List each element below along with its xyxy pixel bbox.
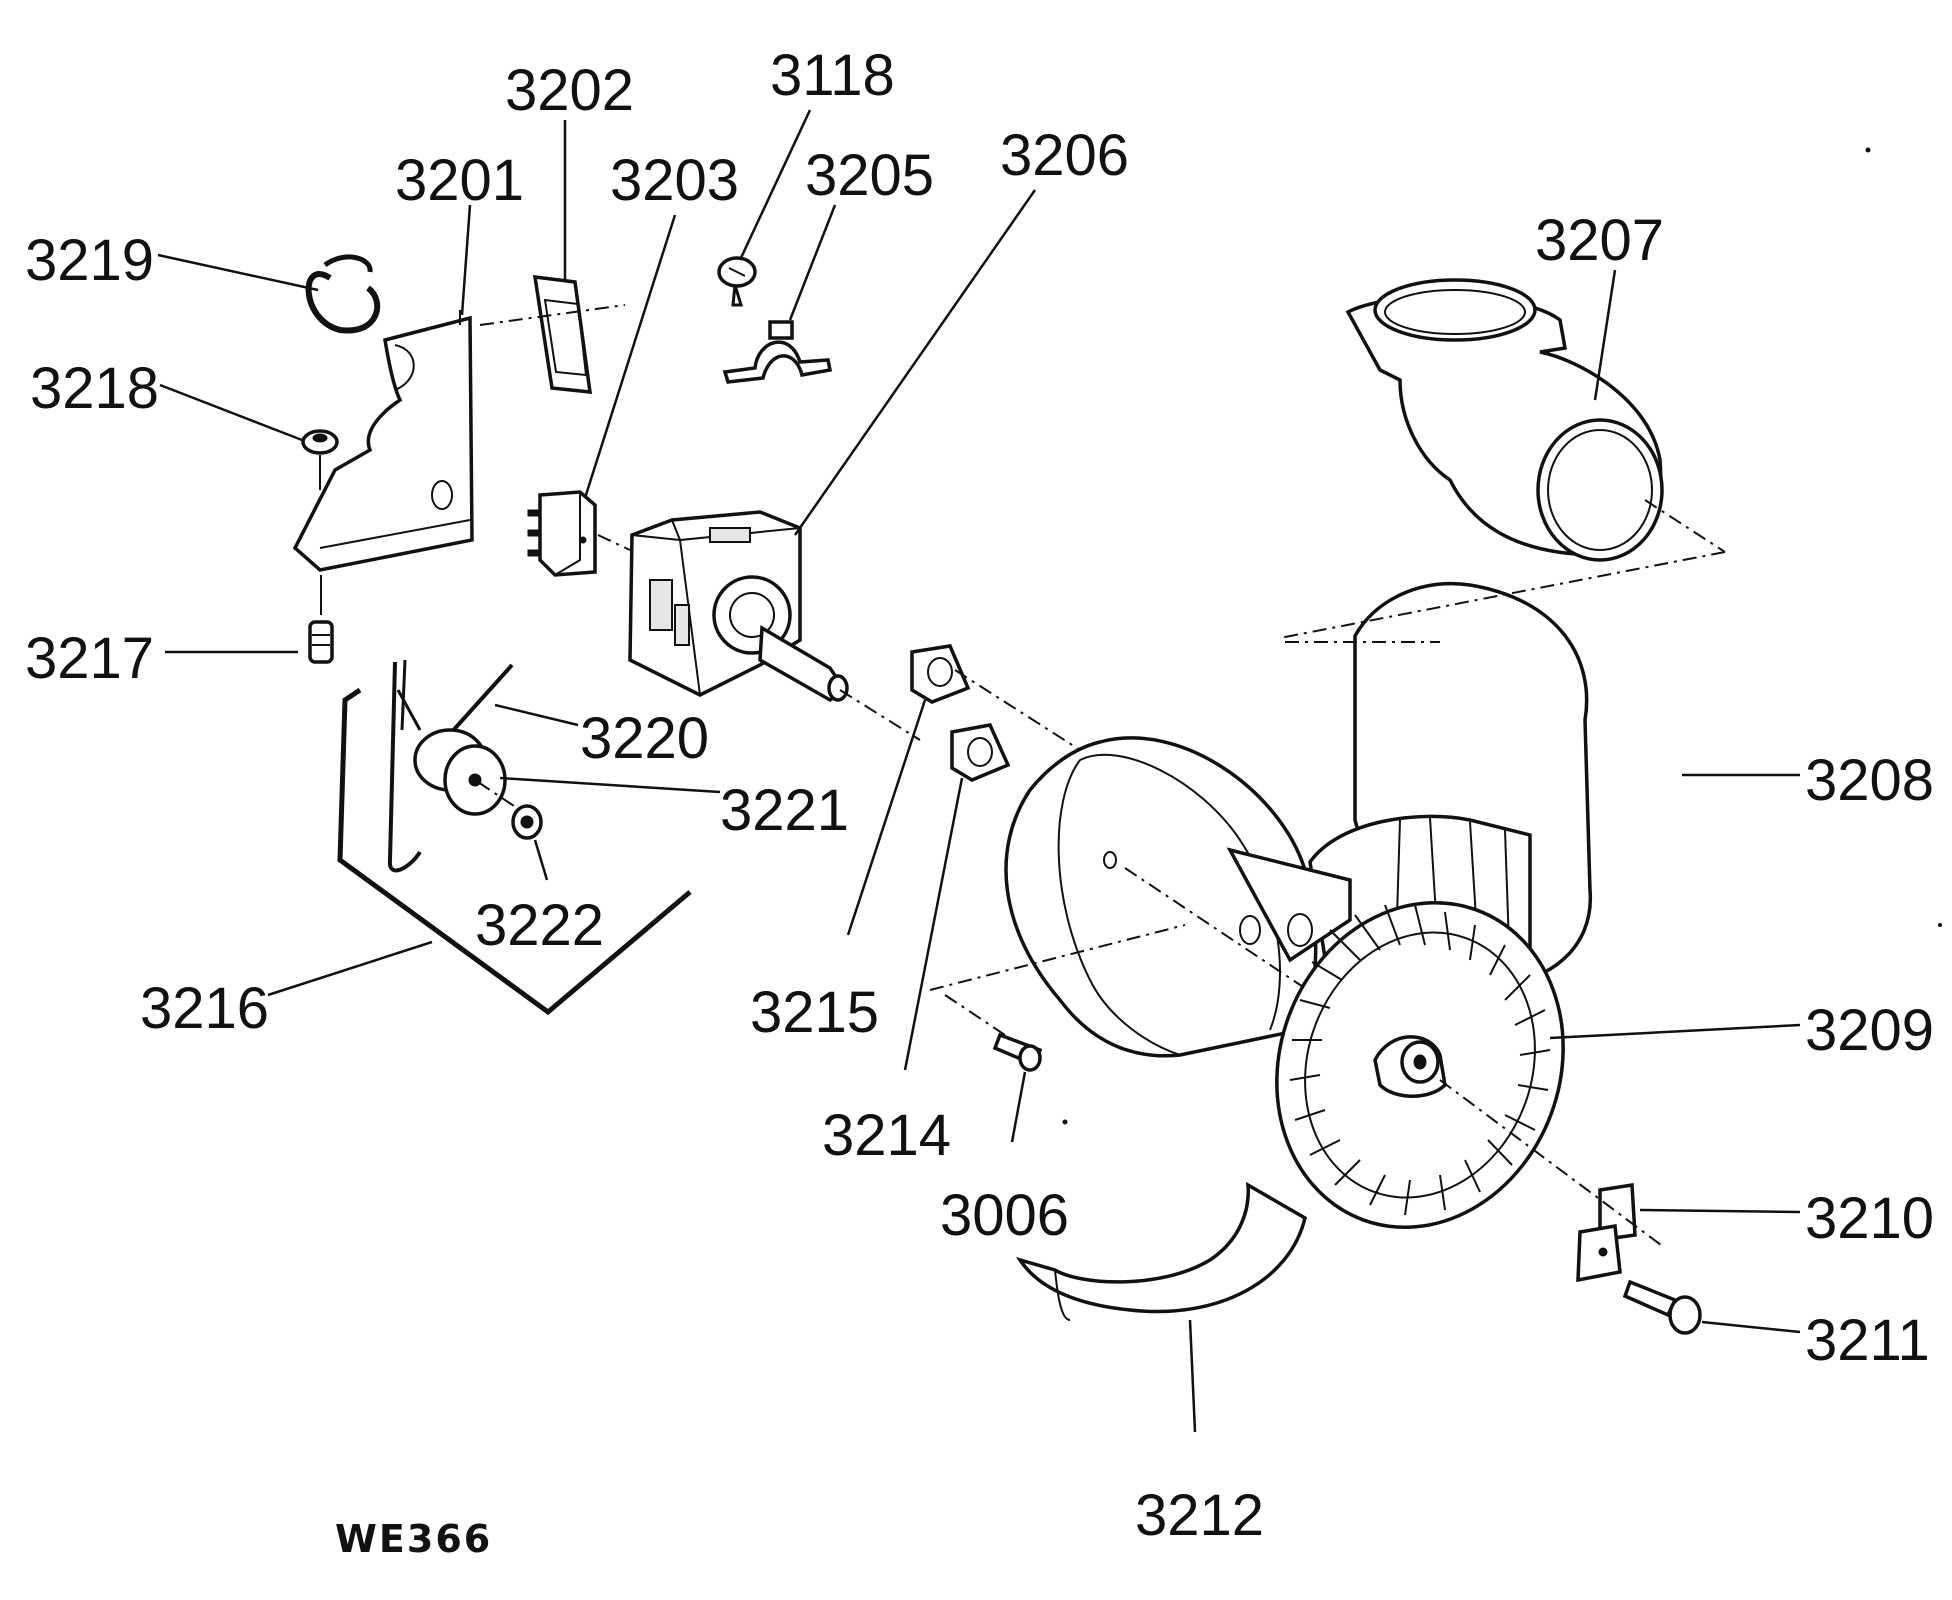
label-3206: 3206 <box>1000 123 1129 188</box>
leader-3215 <box>846 699 927 936</box>
part-3211-screw <box>1622 1279 1702 1335</box>
label-3201: 3201 <box>395 148 524 213</box>
leader-3207 <box>1593 269 1617 401</box>
part-3201-bracket <box>292 310 474 572</box>
label-3209: 3209 <box>1805 998 1934 1063</box>
leader-3219 <box>157 253 319 292</box>
label-3215: 3215 <box>750 980 879 1045</box>
label-3118: 3118 <box>770 43 895 108</box>
leader-3214 <box>903 777 964 1071</box>
label-3210: 3210 <box>1805 1186 1934 1251</box>
part-blower-scroll <box>929 736 1421 1066</box>
leader-3206 <box>793 189 1037 536</box>
leader-3205 <box>788 204 837 321</box>
part-3217-screw <box>308 575 334 664</box>
leader-3212 <box>1188 1319 1197 1433</box>
part-3206-motor <box>628 510 921 741</box>
label-3207: 3207 <box>1535 208 1664 273</box>
leader-3210 <box>1639 1208 1801 1214</box>
label-3218: 3218 <box>30 356 159 421</box>
part-3209-fan-wheel <box>1275 900 1565 1230</box>
leader-3216 <box>267 940 433 997</box>
part-3222-nut <box>511 804 543 840</box>
part-3205-clamp <box>722 320 833 384</box>
leader-3203 <box>583 214 677 499</box>
part-labels: 3219 3218 3217 3201 3202 3203 3118 3205 … <box>25 43 1934 1561</box>
leader-3118 <box>738 109 812 261</box>
part-3216-wire <box>337 659 692 1016</box>
scan-specks <box>1062 147 1942 1125</box>
part-3215-gasket <box>910 644 971 704</box>
label-3219: 3219 <box>25 228 154 293</box>
label-3202: 3202 <box>505 58 634 123</box>
part-3210-clip <box>1439 1079 1666 1283</box>
leader-3222 <box>533 839 549 881</box>
leader-3220 <box>494 703 579 727</box>
label-3214: 3214 <box>822 1103 951 1168</box>
leader-3201 <box>460 204 472 316</box>
label-3211: 3211 <box>1805 1308 1930 1373</box>
figure-code: WE366 <box>335 1517 492 1561</box>
part-3203-switch <box>527 490 631 577</box>
part-3218-screw <box>301 429 339 490</box>
leader-3006 <box>1010 1071 1027 1143</box>
part-3207-duct <box>1345 278 1726 562</box>
label-3006: 3006 <box>940 1183 1069 1248</box>
leader-3209 <box>1549 1023 1801 1040</box>
label-3216: 3216 <box>140 976 269 1041</box>
part-3118-screw <box>717 256 757 307</box>
label-3212: 3212 <box>1135 1483 1264 1548</box>
label-3205: 3205 <box>805 143 934 208</box>
label-3220: 3220 <box>580 706 709 771</box>
leader-lines <box>157 109 1801 1433</box>
part-3006-screw <box>992 1032 1043 1072</box>
leader-3218 <box>159 383 303 442</box>
part-3202-plate <box>479 274 626 394</box>
part-3214-gasket <box>950 723 1011 782</box>
part-3212-shield <box>1015 1181 1308 1321</box>
label-3208: 3208 <box>1805 748 1934 813</box>
label-3222: 3222 <box>475 893 604 958</box>
part-3220-3221-idler <box>413 663 521 816</box>
label-3221: 3221 <box>720 778 849 843</box>
label-3217: 3217 <box>25 626 154 691</box>
part-3219-clip <box>305 254 381 334</box>
leader-3211 <box>1701 1320 1801 1334</box>
leader-3221 <box>499 776 721 794</box>
label-3203: 3203 <box>610 148 739 213</box>
